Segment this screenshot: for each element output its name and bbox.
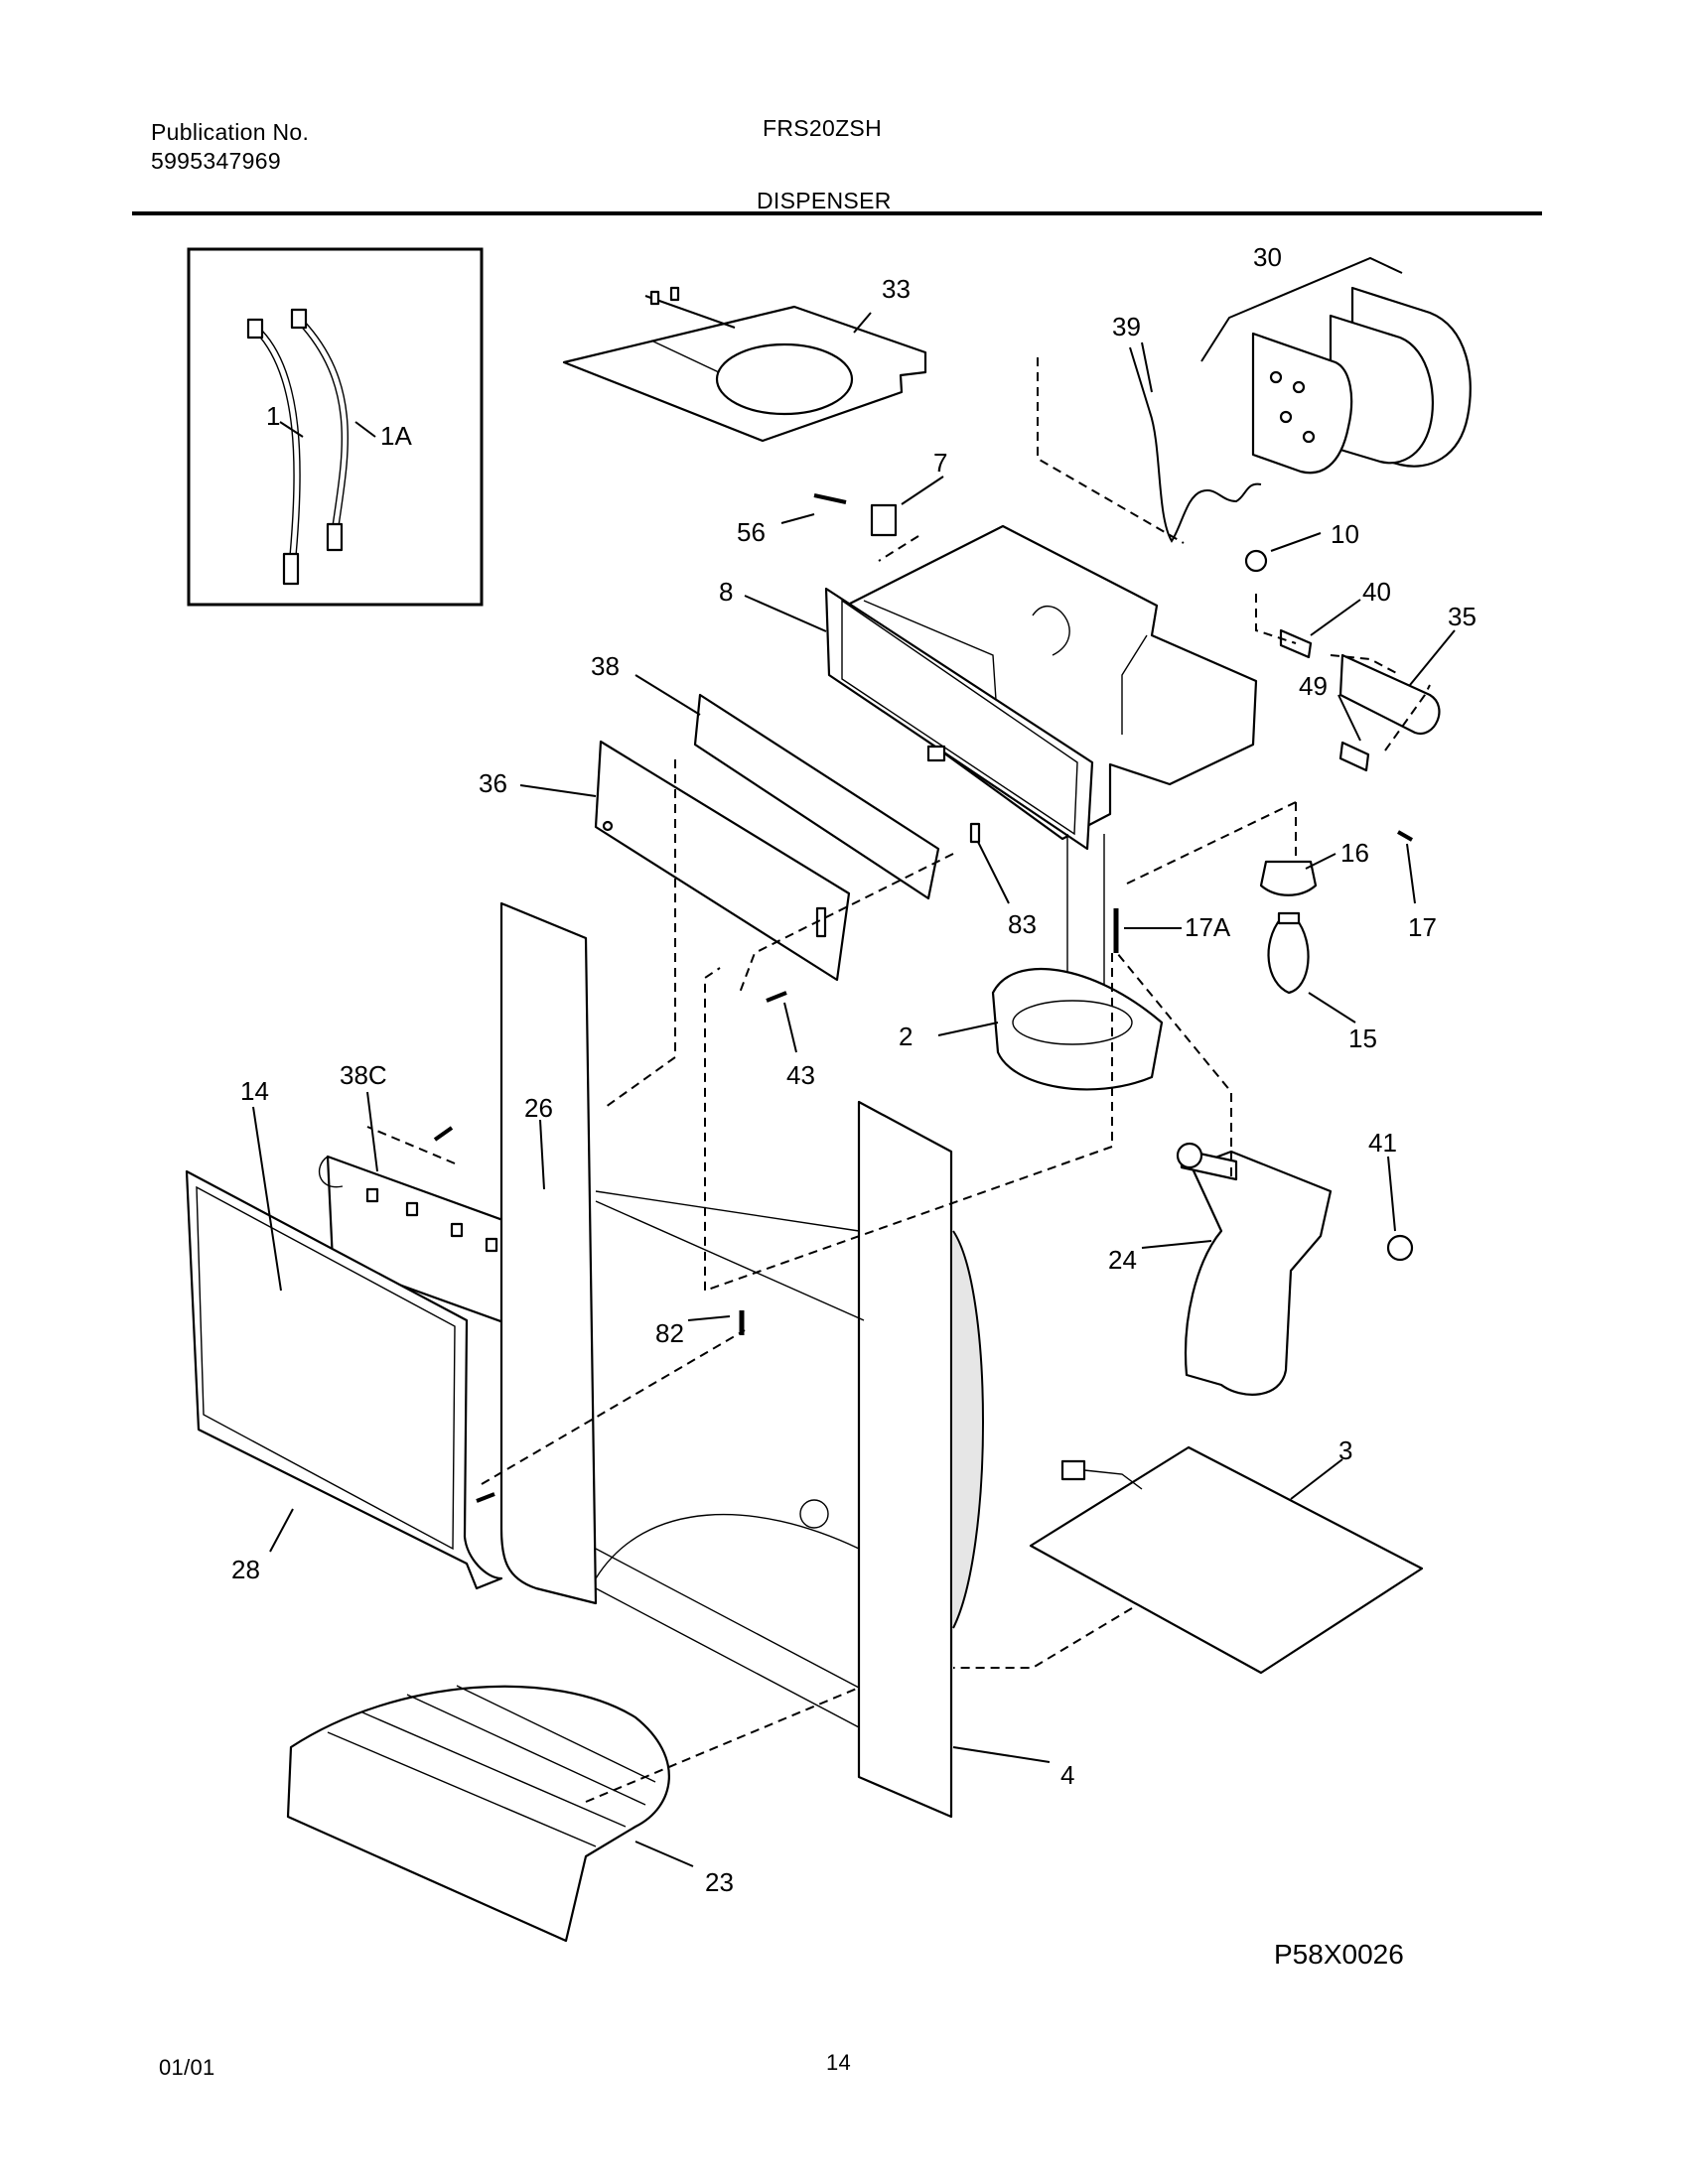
part-7-switch bbox=[870, 503, 898, 537]
part-38-board bbox=[693, 693, 940, 900]
part-40-socket bbox=[1279, 628, 1313, 659]
callout-82: 82 bbox=[655, 1318, 684, 1348]
callout-83: 83 bbox=[1008, 909, 1037, 939]
part-17-screw bbox=[1397, 830, 1413, 842]
callout-40: 40 bbox=[1362, 577, 1391, 607]
callout-23: 23 bbox=[705, 1867, 734, 1897]
callout-7: 7 bbox=[933, 448, 947, 478]
part-41-spring bbox=[1386, 1234, 1414, 1262]
part-49-clip bbox=[1338, 741, 1370, 772]
callout-38C: 38C bbox=[340, 1060, 387, 1090]
callout-2: 2 bbox=[899, 1022, 913, 1051]
leader-lines bbox=[252, 312, 1456, 1867]
part-14-28-bezel bbox=[185, 1169, 503, 1590]
callout-24: 24 bbox=[1108, 1245, 1137, 1275]
callout-17: 17 bbox=[1408, 912, 1437, 942]
header-rule bbox=[132, 211, 1542, 215]
callout-49: 49 bbox=[1299, 671, 1328, 701]
model-number: FRS20ZSH bbox=[763, 115, 882, 141]
part-35-bulb bbox=[1338, 653, 1441, 736]
part-15-bulb bbox=[1267, 916, 1310, 995]
section-title: DISPENSER bbox=[757, 188, 892, 213]
part-10-spring bbox=[1244, 549, 1268, 573]
publication-label: Publication No. bbox=[151, 119, 310, 145]
part-8-housing bbox=[824, 524, 1258, 851]
callout-36: 36 bbox=[479, 768, 507, 798]
callout-4: 4 bbox=[1060, 1760, 1074, 1790]
callout-39: 39 bbox=[1112, 312, 1141, 341]
publication-number: 5995347969 bbox=[151, 148, 281, 174]
callout-1: 1 bbox=[266, 401, 280, 431]
callout-38: 38 bbox=[591, 651, 620, 681]
callout-10: 10 bbox=[1331, 519, 1359, 549]
page-number: 14 bbox=[826, 2050, 852, 2075]
callout-35: 35 bbox=[1448, 602, 1477, 631]
callout-43: 43 bbox=[786, 1060, 815, 1090]
part-23-drip-tray bbox=[286, 1685, 670, 1943]
callout-8: 8 bbox=[719, 577, 733, 607]
part-3-heater bbox=[1029, 1445, 1424, 1675]
part-4-frame bbox=[499, 901, 984, 1819]
part-36-panel bbox=[594, 740, 851, 982]
part-30-light-cover bbox=[1200, 256, 1472, 475]
part-33-cover-plate bbox=[562, 286, 927, 443]
part-43-screw bbox=[766, 991, 787, 1003]
part-56-screw bbox=[813, 493, 847, 504]
callout-16: 16 bbox=[1340, 838, 1369, 868]
callout-14: 14 bbox=[240, 1076, 269, 1106]
footer-date: 01/01 bbox=[159, 2055, 215, 2080]
callout-33: 33 bbox=[882, 274, 911, 304]
part-83-clip bbox=[969, 822, 981, 844]
part-26-screw bbox=[433, 1126, 454, 1142]
diagram-code: P58X0026 bbox=[1274, 1939, 1404, 1970]
callout-3: 3 bbox=[1338, 1435, 1352, 1465]
callout-15: 15 bbox=[1348, 1024, 1377, 1053]
callout-28: 28 bbox=[231, 1555, 260, 1584]
callout-1A: 1A bbox=[380, 421, 412, 451]
callout-30: 30 bbox=[1253, 242, 1282, 272]
part-24-actuator bbox=[1176, 1142, 1333, 1396]
callout-56: 56 bbox=[737, 517, 766, 547]
part-39-wire bbox=[1129, 346, 1262, 543]
callout-41: 41 bbox=[1368, 1128, 1397, 1158]
callout-26: 26 bbox=[524, 1093, 553, 1123]
callouts: 1 1A 33 30 39 7 56 10 8 40 35 38 49 36 1… bbox=[231, 242, 1477, 1897]
part-2-chute-ring bbox=[991, 834, 1164, 1091]
part-16-socket bbox=[1259, 860, 1318, 896]
callout-17A: 17A bbox=[1185, 912, 1231, 942]
inset-water-tubes bbox=[187, 247, 484, 607]
